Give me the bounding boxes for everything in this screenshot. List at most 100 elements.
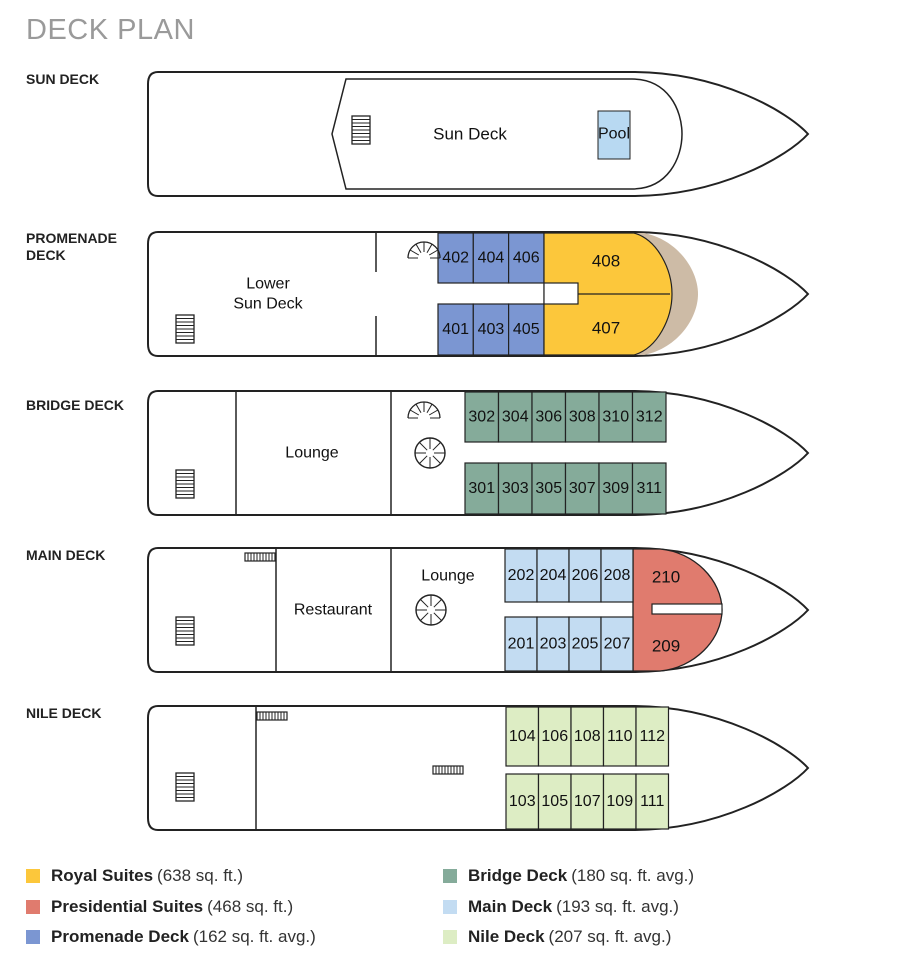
cabin-number-bridge: 303 (502, 480, 529, 497)
cabin-number-nile: 111 (640, 793, 664, 810)
cabin (537, 773, 572, 830)
cabin-number-nile: 105 (541, 793, 568, 810)
sun-deck-area (331, 78, 683, 190)
cabin-number-main: 205 (572, 636, 599, 653)
stairs-icon (175, 314, 195, 344)
cabin (598, 391, 634, 443)
cabin-number-promenade: 405 (513, 321, 540, 338)
legend-name: Presidential Suites (51, 897, 204, 916)
cabin (602, 706, 637, 767)
stairs-step (419, 442, 428, 451)
cabin (437, 232, 474, 284)
legend-item-promenade-deck: Promenade Deck (162 sq. ft. avg.) (26, 927, 316, 947)
cabin-number-bridge: 305 (535, 480, 562, 497)
cabin (600, 548, 634, 603)
legend-name: Royal Suites (51, 866, 154, 885)
stairs-step (415, 243, 422, 254)
suite-label-presidential: 210 (652, 568, 680, 587)
legend-name: Bridge Deck (468, 866, 568, 885)
cabin-number-promenade: 403 (478, 321, 505, 338)
cabin-number-nile: 110 (607, 728, 633, 745)
cabin-number-bridge: 310 (602, 409, 629, 426)
cabin-number-promenade: 401 (442, 321, 469, 338)
page-title: DECK PLAN (26, 14, 195, 46)
legend-item-main-deck: Main Deck (193 sq. ft. avg.) (443, 897, 679, 917)
restaurant-label: Restaurant (294, 602, 373, 619)
legend-swatch (26, 869, 40, 883)
hull-nile-deck (147, 705, 810, 831)
stairs-step (428, 409, 439, 416)
stairs-step (420, 612, 429, 621)
cabin-number-nile: 107 (574, 793, 601, 810)
spiral-stairs-icon (407, 241, 441, 259)
stairs-step (426, 403, 433, 414)
stairs-step (415, 403, 422, 414)
cabin (464, 462, 500, 515)
legend-name: Promenade Deck (51, 927, 189, 946)
cabin-number-promenade: 406 (513, 250, 540, 267)
legend-item-bridge-deck: Bridge Deck (180 sq. ft. avg.) (443, 866, 694, 886)
cabin-number-bridge: 311 (636, 480, 662, 497)
stairs-icon (244, 552, 276, 562)
legend-detail: (162 sq. ft. avg.) (192, 927, 316, 946)
legend-detail: (468 sq. ft.) (207, 897, 294, 916)
stairs-icon (175, 772, 195, 802)
deck-label-promenade: PROMENADE DECK (26, 230, 118, 263)
cabin (508, 303, 545, 356)
cabin-number-nile: 106 (541, 728, 568, 745)
cabin (631, 462, 667, 515)
suite-label-presidential: 209 (652, 637, 680, 656)
stairs-step (432, 442, 441, 451)
cabin-number-nile: 109 (606, 793, 633, 810)
legend-detail: (193 sq. ft. avg.) (556, 897, 679, 916)
stairs-step (432, 455, 441, 464)
cabin (504, 616, 538, 672)
cabin (568, 616, 602, 672)
cabin-number-main: 208 (604, 567, 631, 584)
cabin (598, 462, 634, 515)
stairs-icon (432, 765, 464, 775)
cabin (437, 303, 474, 356)
cabin (564, 391, 600, 443)
stairs-icon (175, 616, 195, 646)
legend-name: Nile Deck (468, 927, 545, 946)
sun-deck-label: Sun Deck (433, 125, 507, 144)
cabin-number-bridge: 304 (502, 409, 529, 426)
cabin-number-main: 201 (508, 636, 535, 653)
lower-sun-deck-label: Sun Deck (233, 296, 303, 313)
pool (597, 110, 631, 160)
deck-label-main: MAIN DECK (26, 547, 106, 563)
cabin (508, 232, 545, 284)
stairs-icon (175, 469, 195, 499)
legend-swatch (443, 900, 457, 914)
spiral-stairs-icon (414, 437, 446, 469)
cabin-number-nile: 104 (509, 728, 536, 745)
cabin-number-bridge: 301 (468, 480, 495, 497)
cabin (497, 391, 533, 443)
legend-swatch (26, 930, 40, 944)
stairs-icon (351, 115, 371, 145)
deck-label-bridge: BRIDGE DECK (26, 397, 125, 413)
cabin-number-nile: 112 (639, 728, 665, 745)
suite-label-royal: 407 (592, 319, 620, 338)
stairs-step (409, 249, 420, 256)
legend-swatch (443, 869, 457, 883)
cabin-number-main: 203 (540, 636, 567, 653)
stairs-step (433, 599, 442, 608)
lounge-label: Lounge (285, 445, 338, 462)
cabin (537, 706, 572, 767)
stairs-step (428, 249, 439, 256)
suite-label-royal: 408 (592, 252, 620, 271)
cabin-number-bridge: 308 (569, 409, 596, 426)
cabin (570, 706, 605, 767)
cabin (635, 706, 670, 767)
legend-detail: (207 sq. ft. avg.) (548, 927, 672, 946)
cabin-number-nile: 103 (509, 793, 536, 810)
corridor (651, 603, 723, 615)
cabin-number-bridge: 307 (569, 480, 596, 497)
cabin-number-nile: 108 (574, 728, 601, 745)
cabin (600, 616, 634, 672)
corridor (543, 282, 579, 305)
